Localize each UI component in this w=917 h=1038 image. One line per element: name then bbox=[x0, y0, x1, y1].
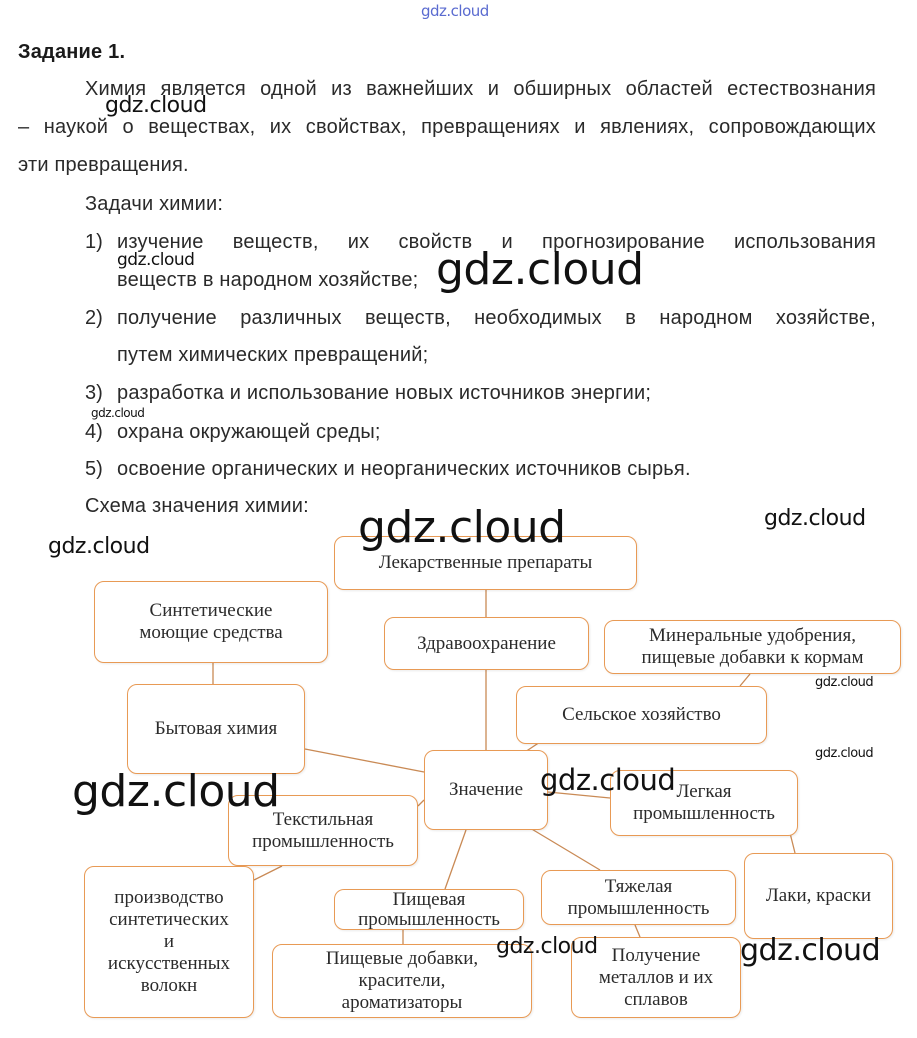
intro-line-2: – наукой о веществах, их свойствах, прев… bbox=[18, 116, 876, 138]
watermark: gdz.cloud bbox=[91, 406, 145, 420]
household-chemistry-box: Бытовая химия bbox=[127, 684, 305, 774]
task-item-line: путем химических превращений; bbox=[117, 344, 429, 366]
intro-line-3: эти превращения. bbox=[18, 154, 189, 176]
fertilizers-box: Минеральные удобрения, пищевые добавки к… bbox=[604, 620, 901, 674]
food-industry-box: Пищевая промышленность bbox=[334, 889, 524, 930]
heavy-industry-box: Тяжелая промышленность bbox=[541, 870, 736, 925]
detergents-box: Синтетические моющие средства bbox=[94, 581, 328, 663]
watermark: gdz.cloud bbox=[117, 250, 195, 270]
task-number: 5) bbox=[85, 458, 103, 480]
fibers-box: производство синтетических и искусственн… bbox=[84, 866, 254, 1018]
task-number: 2) bbox=[85, 307, 103, 329]
watermark: gdz.cloud bbox=[740, 933, 881, 968]
watermark: gdz.cloud bbox=[436, 244, 644, 295]
textile-industry-box: Текстильная промышленность bbox=[228, 795, 418, 866]
watermark: gdz.cloud bbox=[815, 675, 874, 690]
task-number: 4) bbox=[85, 421, 103, 443]
connector-line bbox=[444, 829, 467, 890]
task-title: Задание 1. bbox=[18, 41, 126, 63]
watermark: gdz.cloud bbox=[815, 746, 874, 761]
watermark: gdz.cloud bbox=[72, 766, 280, 817]
connector-line bbox=[417, 799, 425, 807]
watermark: gdz.cloud bbox=[105, 93, 207, 118]
connector-line bbox=[634, 924, 641, 938]
connector-line bbox=[789, 832, 796, 854]
paints-box: Лаки, краски bbox=[744, 853, 893, 939]
connector-line bbox=[304, 748, 425, 773]
medicines-box: Лекарственные препараты bbox=[334, 536, 637, 590]
watermark: gdz.cloud bbox=[764, 506, 866, 531]
task-number: 3) bbox=[85, 382, 103, 404]
watermark-top: gdz.cloud bbox=[421, 2, 489, 20]
intro-line-1: Химия является одной из важнейших и обши… bbox=[85, 78, 876, 100]
task-number: 1) bbox=[85, 231, 103, 253]
connector-line bbox=[529, 827, 601, 871]
task-item-line: охрана окружающей среды; bbox=[117, 421, 381, 443]
light-industry-box: Легкая промышленность bbox=[610, 770, 798, 836]
watermark: gdz.cloud bbox=[358, 502, 566, 553]
connector-line bbox=[253, 865, 283, 881]
task-item-line: освоение органических и неорганических и… bbox=[117, 458, 691, 480]
center-box: Значение bbox=[424, 750, 548, 830]
watermark: gdz.cloud bbox=[48, 534, 150, 559]
task-item-line: изучение веществ, их свойств и прогнозир… bbox=[117, 231, 876, 253]
food-additives-box: Пищевые добавки, красители, ароматизатор… bbox=[272, 944, 532, 1018]
task-item-line: разработка и использование новых источни… bbox=[117, 382, 652, 404]
agriculture-box: Сельское хозяйство bbox=[516, 686, 767, 744]
task-item-line: получение различных веществ, необходимых… bbox=[117, 307, 876, 329]
watermark: gdz.cloud bbox=[540, 763, 676, 797]
task-item-line: веществ в народном хозяйстве; bbox=[117, 269, 419, 291]
healthcare-box: Здравоохранение bbox=[384, 617, 589, 670]
watermark: gdz.cloud bbox=[496, 934, 598, 959]
tasks-label: Задачи химии: bbox=[85, 193, 224, 215]
connector-line bbox=[739, 673, 751, 687]
scheme-label: Схема значения химии: bbox=[85, 495, 309, 517]
connector-line bbox=[547, 791, 611, 799]
metals-box: Получение металлов и их сплавов bbox=[571, 937, 741, 1018]
